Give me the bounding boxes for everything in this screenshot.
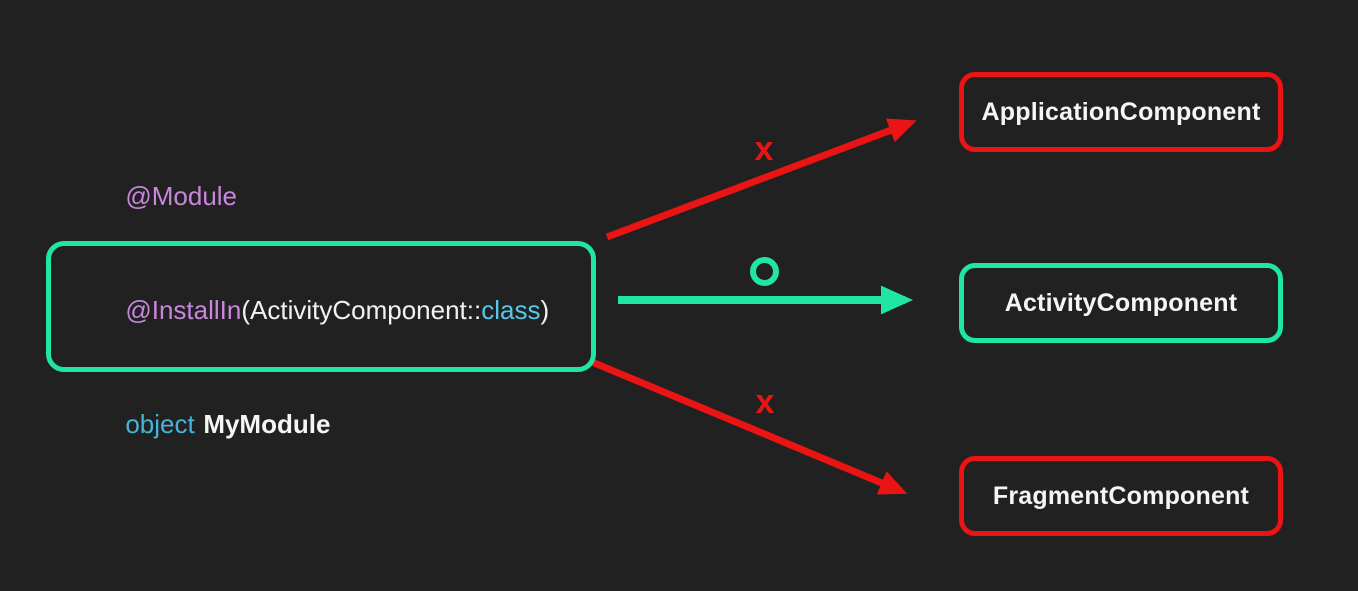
fragment-component-box: FragmentComponent (959, 456, 1283, 536)
application-component-box: ApplicationComponent (959, 72, 1283, 152)
code-line-object-declaration: object MyModule (82, 367, 591, 481)
module-code-box: @Module @InstallIn(ActivityComponent::cl… (46, 181, 596, 439)
component-reference: ActivityComponent (250, 294, 467, 325)
reject-x-mark-bottom: x (755, 383, 775, 421)
allow-circle-icon (750, 257, 779, 286)
activity-component-box: ActivityComponent (959, 263, 1283, 343)
installin-annotation: @InstallIn (125, 294, 242, 325)
code-line-module-annotation: @Module (82, 139, 591, 253)
module-name: MyModule (203, 408, 331, 439)
application-component-label: ApplicationComponent (981, 97, 1261, 126)
object-keyword: object (125, 408, 195, 439)
reject-x-mark-top: x (754, 130, 774, 168)
fragment-component-label: FragmentComponent (992, 481, 1250, 510)
activity-component-label: ActivityComponent (1004, 288, 1238, 317)
code-line-installin-annotation: @InstallIn(ActivityComponent::class) (82, 253, 591, 367)
arrow-to-fragment-component (590, 358, 908, 495)
class-keyword: class (481, 294, 541, 325)
paren-close: ) (540, 294, 550, 325)
double-colon: :: (466, 294, 482, 325)
paren-open: ( (241, 294, 251, 325)
module-annotation: @Module (125, 180, 238, 211)
